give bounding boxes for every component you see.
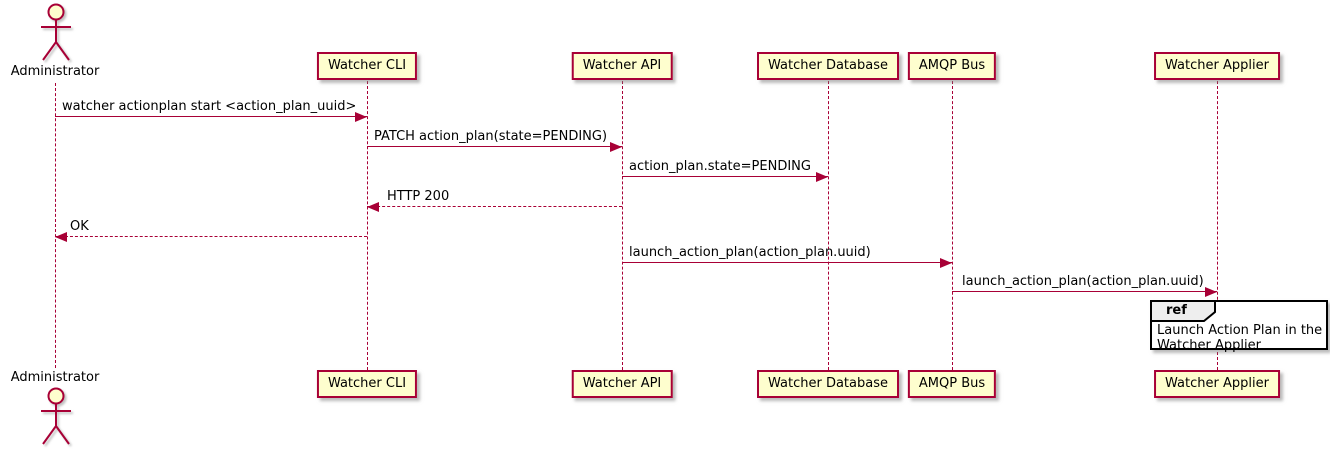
message-http-200: HTTP 200 [367,187,622,212]
actor-icon [41,3,71,61]
ref-text-line-1: Launch Action Plan in the [1157,323,1323,338]
arrowhead-icon [55,232,67,242]
message-label: PATCH action_plan(state=PENDING) [374,129,608,144]
arrowhead-icon [816,172,828,182]
participant-box-watcher-applier-top: Watcher Applier [1154,52,1280,80]
ref-text-line-2: Watcher Applier [1157,338,1261,353]
lifeline-administrator [55,83,56,368]
participant-box-watcher-database-bottom: Watcher Database [757,370,899,398]
message-line [367,206,622,207]
participant-box-watcher-database-top: Watcher Database [757,52,899,80]
actor-label-bottom: Administrator [10,370,100,385]
message-launch-action-plan-api: launch_action_plan(action_plan.uuid) [622,243,952,268]
message-line [55,236,367,237]
message-line [622,262,952,263]
message-actionplan-start: watcher actionplan start <action_plan_uu… [55,97,367,122]
participant-box-watcher-cli-bottom: Watcher CLI [316,370,418,398]
participant-box-watcher-cli-top: Watcher CLI [316,52,418,80]
actor-figure-top [36,3,76,67]
arrowhead-icon [610,142,622,152]
message-launch-action-plan-amqp: launch_action_plan(action_plan.uuid) [952,272,1217,297]
message-patch-action-plan: PATCH action_plan(state=PENDING) [367,127,622,152]
message-label: OK [70,219,89,234]
message-label: launch_action_plan(action_plan.uuid) [629,245,871,260]
message-ok: OK [55,217,367,242]
lifeline-watcher-cli [367,81,368,370]
message-label: watcher actionplan start <action_plan_uu… [62,99,357,114]
lifeline-watcher-api [622,81,623,370]
actor-figure-bottom [36,387,76,451]
participant-box-amqp-bus-bottom: AMQP Bus [907,370,997,398]
message-line [55,116,367,117]
participant-box-watcher-applier-bottom: Watcher Applier [1154,370,1280,398]
ref-keyword: ref [1166,303,1187,318]
actor-label-top: Administrator [10,64,100,79]
message-label: HTTP 200 [387,189,450,204]
message-line [622,176,828,177]
participant-box-watcher-api-bottom: Watcher API [571,370,673,398]
lifeline-watcher-applier [1217,81,1218,370]
arrowhead-icon [355,112,367,122]
message-label: launch_action_plan(action_plan.uuid) [962,274,1204,289]
arrowhead-icon [367,202,379,212]
message-label: action_plan.state=PENDING [629,159,811,174]
lifeline-watcher-database [828,81,829,370]
participant-box-amqp-bus-top: AMQP Bus [907,52,997,80]
message-line [952,291,1217,292]
message-line [367,146,622,147]
ref-tab-icon [1150,300,1218,327]
lifeline-amqp-bus [952,81,953,370]
participant-box-watcher-api-top: Watcher API [571,52,673,80]
arrowhead-icon [940,258,952,268]
actor-icon [41,387,71,445]
arrowhead-icon [1205,287,1217,297]
ref-fragment: ref Launch Action Plan in the Watcher Ap… [1150,300,1328,353]
message-state-pending: action_plan.state=PENDING [622,157,828,182]
